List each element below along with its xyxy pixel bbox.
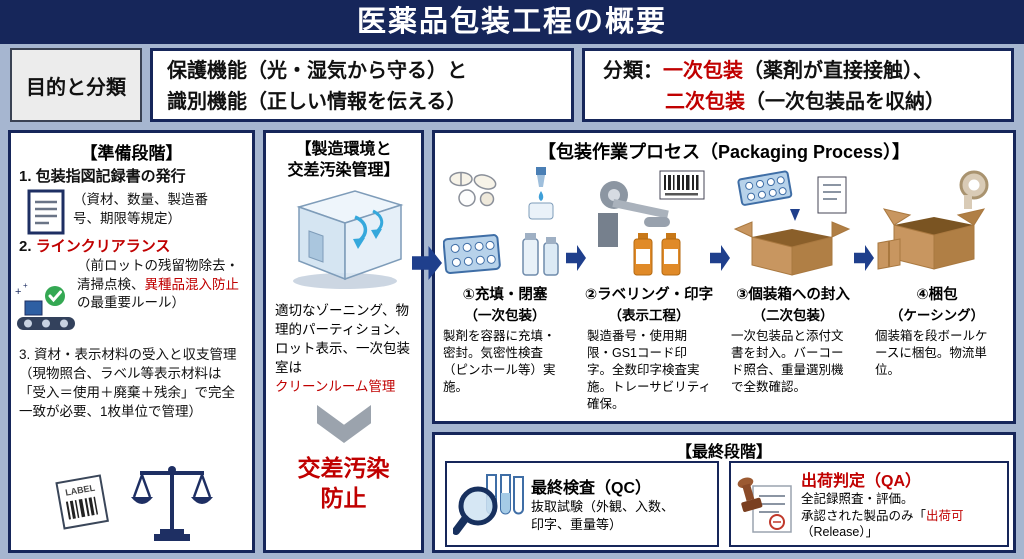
qa-title: 出荷判定（QA） [801,473,922,491]
step2-text-post: の最重要ルール） [77,295,185,310]
step1-title: ①充填・閉塞 [462,287,548,303]
prep-step2-number: 2. [19,238,36,255]
qa-description: 全記録照査・評価。 承認された製品のみ「出荷可 （Release）」 [801,491,1001,541]
svg-text:+: + [23,281,28,290]
process-step-4: ④梱包 （ケーシング） 個装箱を段ボールケースに梱包。物流単位。 [873,165,1001,379]
shipping-icon-group [876,165,998,283]
process-step-3: ③個装箱への封入 （二次包装） 一次包装品と添付文書を封入。バーコード照合、重量… [729,165,857,396]
env-cleanroom-highlight: クリーンルーム管理 [275,379,396,394]
preparation-heading: 【準備段階】 [80,144,183,163]
labeling-icon-group [588,165,710,283]
step4-subtitle: （ケーシング） [889,308,985,323]
step2-description: 製造番号・使用期限・GS1コード印字。全数印字検査実施。トレーサビリティ確保。 [587,329,712,411]
step2-title: ②ラベリング・印字 [584,287,714,303]
qa-release-box: 出荷判定（QA） 全記録照査・評価。 承認された製品のみ「出荷可 （Release… [729,461,1009,547]
step3-title: ③個装箱への封入 [736,287,850,303]
qa-text-post: （Release）」 [801,525,879,540]
cls-primary-packaging: 一次包装 [663,60,743,82]
document-icon [27,189,65,235]
preparation-panel: 【準備段階】 1. 包装指図記録書の発行 （資材、数量、製造番 号、期限等規定）… [8,130,255,553]
balance-scale-icon [131,466,213,541]
prep-step1-detail: （資材、数量、製造番 号、期限等規定） [73,192,208,226]
step1-subtitle: （一次包装） [464,308,546,323]
step3-subtitle: （二次包装） [752,308,834,323]
step4-description: 個装箱を段ボールケースに梱包。物流単位。 [875,329,988,377]
vials-icon [522,233,559,276]
qc-description: 抜取試験（外観、入数、 印字、重量等） [531,499,675,532]
environment-description: 適切なゾーニング、物理的パーティション、ロット表示、一次包装室はクリーンルーム管… [275,301,418,396]
svg-text:+: + [15,286,21,298]
conveyor-check-icon: + + [15,281,75,330]
purpose-label-text: 目的と分類 [26,76,126,99]
blister-into-box-icon [737,170,793,206]
step2-text-pre: （前ロットの残留物除去・清掃点検、 [77,258,239,292]
label-sticker-icon: LABEL [55,474,109,530]
final-stage-heading: 【最終段階】 [675,444,772,461]
prep-step3-text: 3. 資材・表示材料の受入と収支管理（現物照合、ラベル等表示材料は「受入＝使用＋… [19,347,237,419]
down-arrow-icon [317,405,371,443]
final-stage-panel: 【最終段階】 最終検査（QC） 抜取試験（外観、入数、 印字、重量等） [432,432,1016,553]
tape-roll-icon [959,170,989,209]
process-arrow-1-icon [566,245,586,271]
prep-step2-title: 2. ラインクリアランス [19,235,170,256]
prep-step1-title: 1. 包装指図記録書の発行 [19,168,186,185]
qc-text-group: 最終検査（QC） 抜取試験（外観、入数、 印字、重量等） [531,474,674,534]
blister-pack-icon [443,234,501,274]
qa-text-group: 出荷判定（QA） 全記録照査・評価。 承認された製品のみ「出荷可 （Release… [801,467,1001,541]
classification-line1: 分類：一次包装（薬剤が直接接触）、 [603,56,1011,87]
purpose-function-text: 保護機能（光・湿気から守る）と 識別機能（正しい情報を伝える） [167,60,467,113]
process-arrow-2-icon [710,245,730,271]
qc-title: 最終検査（QC） [531,480,652,497]
classification-line2: 二次包装（一次包装品を収納） [665,87,1011,118]
process-step-1: ①充填・閉塞 （一次包装） 製剤を容器に充填・密封。気密性検査（ピンホール等）実… [441,165,569,396]
carton-icon-group [732,165,854,283]
qa-release-highlight: 出荷可 [926,508,964,523]
process-heading: 【包装作業プロセス（Packaging Process）】 [537,142,911,162]
insert-arrow-icon [790,209,800,221]
step4-title: ④梱包 [916,287,958,303]
dropper-bottle-icon [528,167,554,220]
cls-secondary-note: （一次包装品を収納） [745,91,945,113]
pills-icon [449,171,497,207]
environment-heading: 【製造環境と 交差汚染管理】 [287,141,400,179]
shipping-box-icon [877,170,989,270]
prep-step2-line-clearance: ラインクリアランス [35,238,171,255]
qa-text-pre: 全記録照査・評価。 承認された製品のみ「 [801,492,927,523]
step1-description: 製剤を容器に充填・密封。気密性検査（ピンホール等）実施。 [443,329,556,394]
pills-and-bottles-icon [443,167,559,276]
env-desc-text: 適切なゾーニング、物理的パーティション、ロット表示、一次包装室は [275,303,410,375]
check-icon [45,286,65,306]
magnifier-testtubes-icon [453,474,524,535]
step2-subtitle: （表示工程） [608,308,690,323]
cls-secondary-packaging: 二次包装 [665,91,745,113]
cls-primary-note: （薬剤が直接接触）、 [743,60,933,82]
step3-description: 一次包装品と添付文書を封入。バーコード照合、重量選別機で全数確認。 [731,329,844,394]
packaging-process-panel: 【包装作業プロセス（Packaging Process）】 [432,130,1016,424]
step2-contamination-warning: 異種品混入防止 [144,276,240,292]
labeling-machine-icon [598,170,705,276]
cleanroom-icon [293,190,404,289]
carton-packing-icon [733,170,851,276]
purpose-label-box: 目的と分類 [10,48,142,122]
page-title: 医薬品包装工程の概要 [0,0,1024,44]
hanko-stamp-icon [737,477,763,512]
process-arrow-3-icon [854,245,874,271]
cross-contamination-conclusion: 交差汚染 防止 [297,455,390,511]
prep-step2-detail: （前ロットの残留物除去・清掃点検、異種品混入防止の最重要ルール） [77,257,249,313]
small-box-icon [877,238,901,270]
filling-sealing-icon-group [443,165,567,283]
door-icon [308,230,324,263]
labeled-bottles-icon [633,233,681,276]
qc-inspection-box: 最終検査（QC） 抜取試験（外観、入数、 印字、重量等） [445,461,719,547]
environment-panel: 【製造環境と 交差汚染管理】 適切なゾーニング、物理的パーティション、ロット表示… [263,130,424,553]
purpose-function-box: 保護機能（光・湿気から守る）と 識別機能（正しい情報を伝える） [150,48,574,122]
stamp-mark-icon [769,514,785,530]
process-step-2: ②ラベリング・印字 （表示工程） 製造番号・使用期限・GS1コード印字。全数印字… [585,165,713,413]
approval-stamp-icon [737,477,792,533]
leaflet-icon [817,176,847,214]
cls-prefix: 分類： [603,60,663,82]
purpose-classification-box: 分類：一次包装（薬剤が直接接触）、 二次包装（一次包装品を収納） [582,48,1014,122]
magnifier-icon [458,486,498,526]
